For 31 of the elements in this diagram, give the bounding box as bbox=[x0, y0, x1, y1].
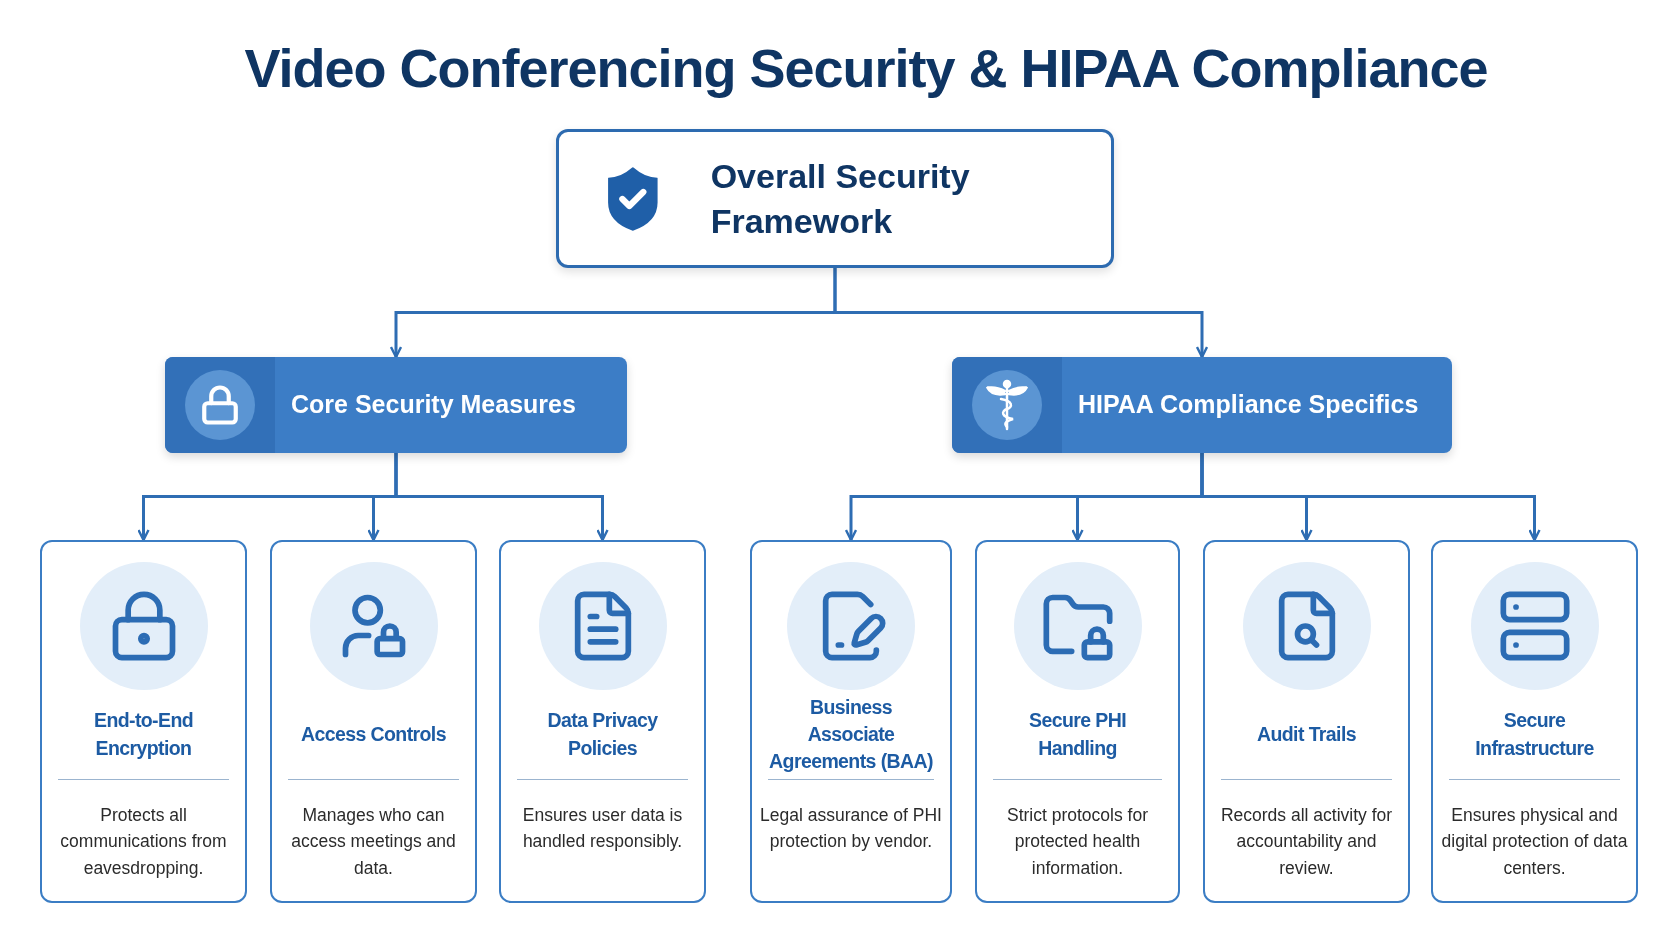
card-title: Access Controls bbox=[301, 721, 446, 747]
card-title: Secure Infrastructure bbox=[1474, 708, 1595, 761]
info-card bbox=[750, 540, 952, 903]
card-description: Records all activity for accountability and review. bbox=[1219, 804, 1394, 880]
card-description: Legal assurance of PHI protection by vendor. bbox=[759, 804, 943, 854]
info-card bbox=[1431, 540, 1638, 903]
node-title: Core Security Measures bbox=[290, 389, 576, 421]
info-card bbox=[975, 540, 1180, 903]
connector-arrow bbox=[394, 453, 609, 542]
card-title: Business Associate Agreements (BAA) bbox=[768, 694, 934, 775]
info-card bbox=[1203, 540, 1410, 903]
card-title: Data Privacy Policies bbox=[546, 708, 659, 761]
card-title: Audit Trails bbox=[1257, 721, 1356, 747]
info-card bbox=[270, 540, 477, 903]
connector-arrow bbox=[1200, 453, 1541, 542]
card-title: End-to-End Encryption bbox=[92, 708, 195, 761]
category-box bbox=[952, 357, 1452, 453]
card-title: Secure PHI Handling bbox=[1028, 708, 1127, 761]
card-description: Manages who can access meetings and data. bbox=[290, 804, 457, 880]
card-description: Ensures physical and digital protection of data centers. bbox=[1440, 804, 1629, 880]
card-description: Protects all communications from eavesdropping. bbox=[59, 804, 228, 880]
card-description: Strict protocols for protected health information. bbox=[1006, 804, 1149, 880]
node-title: Overall Security Framework bbox=[710, 156, 971, 242]
framework-box bbox=[556, 129, 1114, 268]
node-title: HIPAA Compliance Specifics bbox=[1077, 389, 1419, 421]
card-description: Ensures user data is handled responsibly. bbox=[521, 804, 684, 854]
info-card bbox=[40, 540, 247, 903]
info-card bbox=[499, 540, 706, 903]
diagram-title: Video Conferencing Security & HIPAA Compliance bbox=[243, 37, 1489, 100]
connector-arrow bbox=[833, 268, 1209, 359]
category-box bbox=[165, 357, 627, 453]
